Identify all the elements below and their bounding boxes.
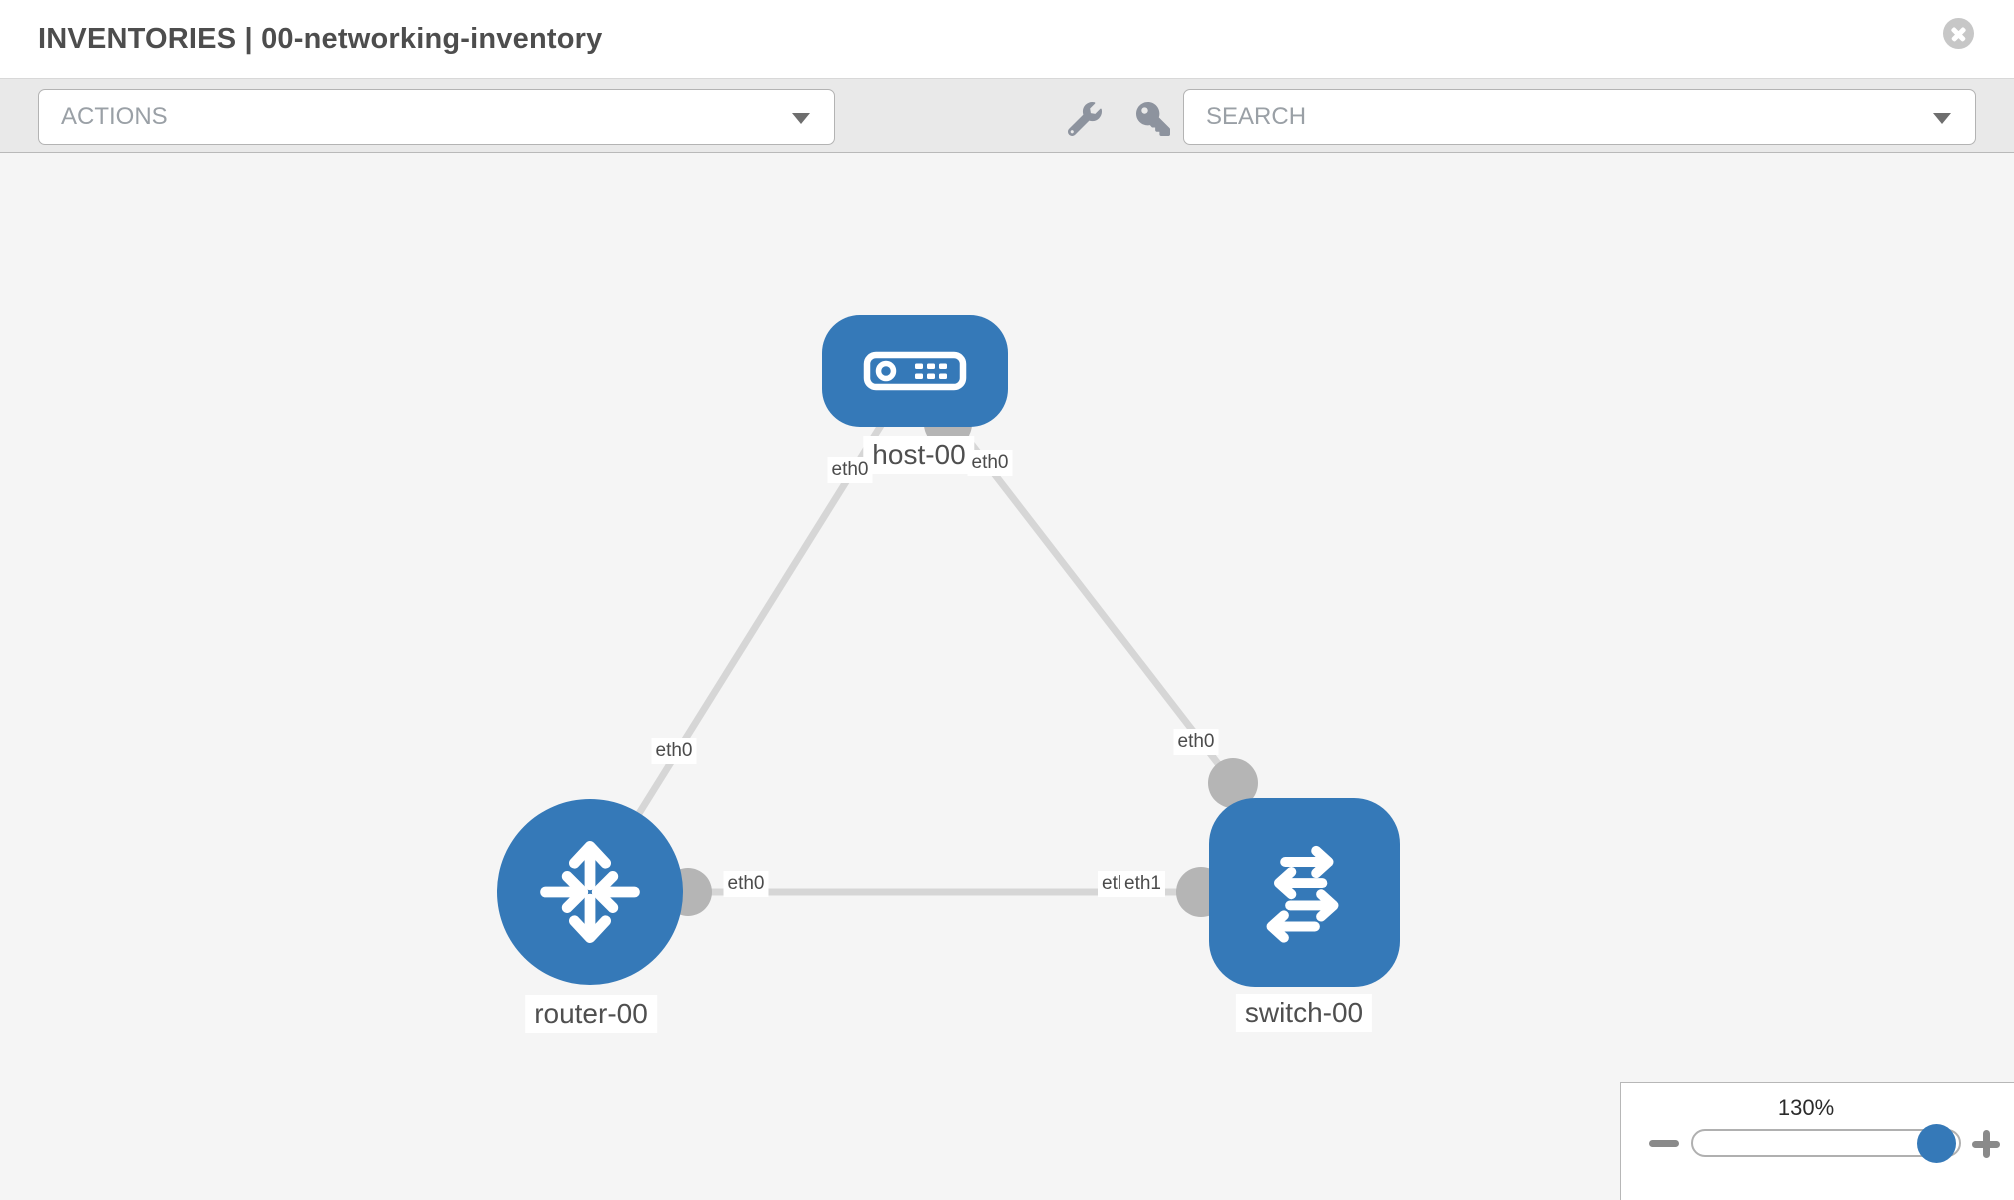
switch-icon: [1266, 845, 1338, 943]
zoom-slider-thumb[interactable]: [1917, 1124, 1956, 1163]
actions-dropdown-label: ACTIONS: [61, 103, 168, 130]
close-icon[interactable]: [1943, 18, 1974, 49]
node-host-00[interactable]: [822, 315, 1008, 427]
zoom-slider[interactable]: [1691, 1124, 1961, 1163]
zoom-out-icon[interactable]: [1649, 1140, 1679, 1147]
chevron-down-icon: [1933, 113, 1951, 124]
interface-label-switch-top: eth0: [1173, 729, 1219, 755]
interface-label-router-right: eth0: [723, 871, 769, 897]
router-icon: [540, 841, 640, 943]
zoom-level-value: 130%: [1777, 1095, 1835, 1120]
zoom-in-icon[interactable]: [1972, 1130, 2000, 1158]
zoom-control-panel: 130%: [1620, 1082, 2014, 1200]
toolbar: ACTIONS SEARCH: [0, 78, 2014, 153]
wrench-icon[interactable]: [1067, 102, 1102, 137]
node-label-switch: switch-00: [1235, 994, 1373, 1032]
node-router-00[interactable]: [497, 799, 683, 985]
header: INVENTORIES | 00-networking-inventory: [0, 0, 2014, 78]
node-label-router: router-00: [525, 995, 657, 1033]
interface-label-router-top: eth0: [651, 738, 697, 764]
topology-links-layer: [587, 368, 1258, 917]
interface-label-host-right: eth0: [967, 450, 1013, 476]
topology-canvas[interactable]: host-00 router-00 switch-00 eth0 eth0 et…: [0, 153, 2014, 1200]
page-title: INVENTORIES | 00-networking-inventory: [38, 23, 603, 55]
interface-label-host-left: eth0: [827, 457, 873, 483]
host-icon: [863, 351, 967, 391]
search-dropdown[interactable]: SEARCH: [1183, 89, 1976, 145]
node-label-host: host-00: [863, 436, 975, 474]
search-dropdown-label: SEARCH: [1206, 103, 1307, 130]
interface-port-switch-eth0[interactable]: [1208, 758, 1258, 808]
key-icon[interactable]: [1136, 102, 1170, 136]
chevron-down-icon: [792, 113, 810, 124]
node-switch-00[interactable]: [1209, 798, 1400, 987]
interface-label-switch-left-eth1: eth1: [1120, 871, 1165, 897]
actions-dropdown[interactable]: ACTIONS: [38, 89, 835, 145]
